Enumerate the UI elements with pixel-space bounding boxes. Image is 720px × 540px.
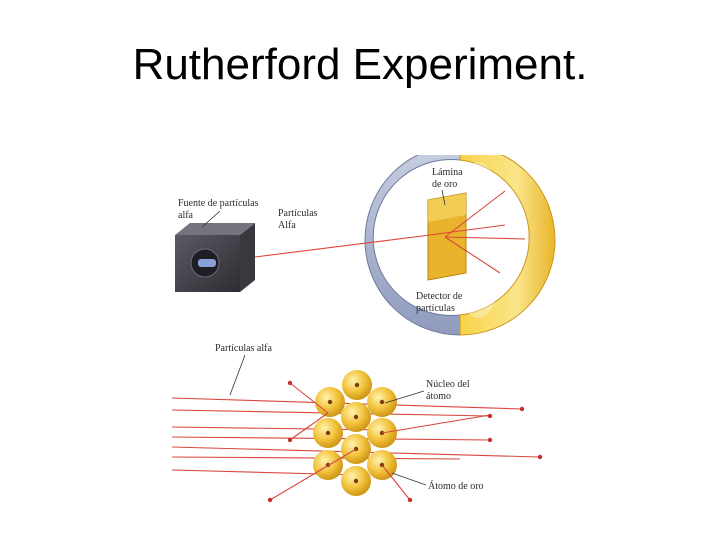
svg-text:Fuente de partículas: Fuente de partículas: [178, 198, 259, 209]
label-detector: Detector de partículas: [416, 291, 463, 314]
svg-text:Lámina: Lámina: [432, 167, 463, 178]
label-nucleus: Núcleo del átomo: [384, 379, 470, 404]
svg-text:Partículas alfa: Partículas alfa: [215, 343, 272, 354]
alpha-beam: [254, 190, 526, 274]
alpha-particle-dots: [267, 380, 543, 503]
slide-title: Rutherford Experiment.: [132, 40, 588, 89]
gold-atom: [367, 387, 397, 417]
gold-atom-cluster: [313, 370, 397, 496]
gold-atom: [341, 466, 371, 496]
scattered-rays: [269, 382, 491, 501]
gold-atom: [315, 387, 345, 417]
gold-atom: [342, 370, 372, 400]
svg-text:Alfa: Alfa: [278, 220, 296, 231]
label-gold-atom: Átomo de oro: [391, 472, 484, 492]
svg-text:Núcleo del: Núcleo del: [426, 379, 470, 390]
label-source: Fuente de partículas alfa: [178, 198, 259, 228]
svg-text:átomo: átomo: [426, 391, 451, 402]
alpha-source-box: [175, 223, 255, 292]
svg-text:Partículas: Partículas: [278, 208, 318, 219]
gold-atom: [341, 402, 371, 432]
gold-atom: [313, 418, 343, 448]
label-alpha-particle: Partículas Alfa: [278, 208, 318, 231]
rutherford-figure: Fuente de partículas alfa Partículas Alf…: [171, 155, 556, 503]
svg-text:de oro: de oro: [432, 179, 457, 190]
label-gold-foil: Lámina de oro: [432, 167, 463, 206]
label-alpha-particles: Partículas alfa: [215, 343, 272, 396]
svg-text:Átomo de oro: Átomo de oro: [428, 480, 484, 492]
svg-text:partículas: partículas: [416, 303, 455, 314]
svg-text:Detector de: Detector de: [416, 291, 463, 302]
svg-text:alfa: alfa: [178, 210, 194, 221]
